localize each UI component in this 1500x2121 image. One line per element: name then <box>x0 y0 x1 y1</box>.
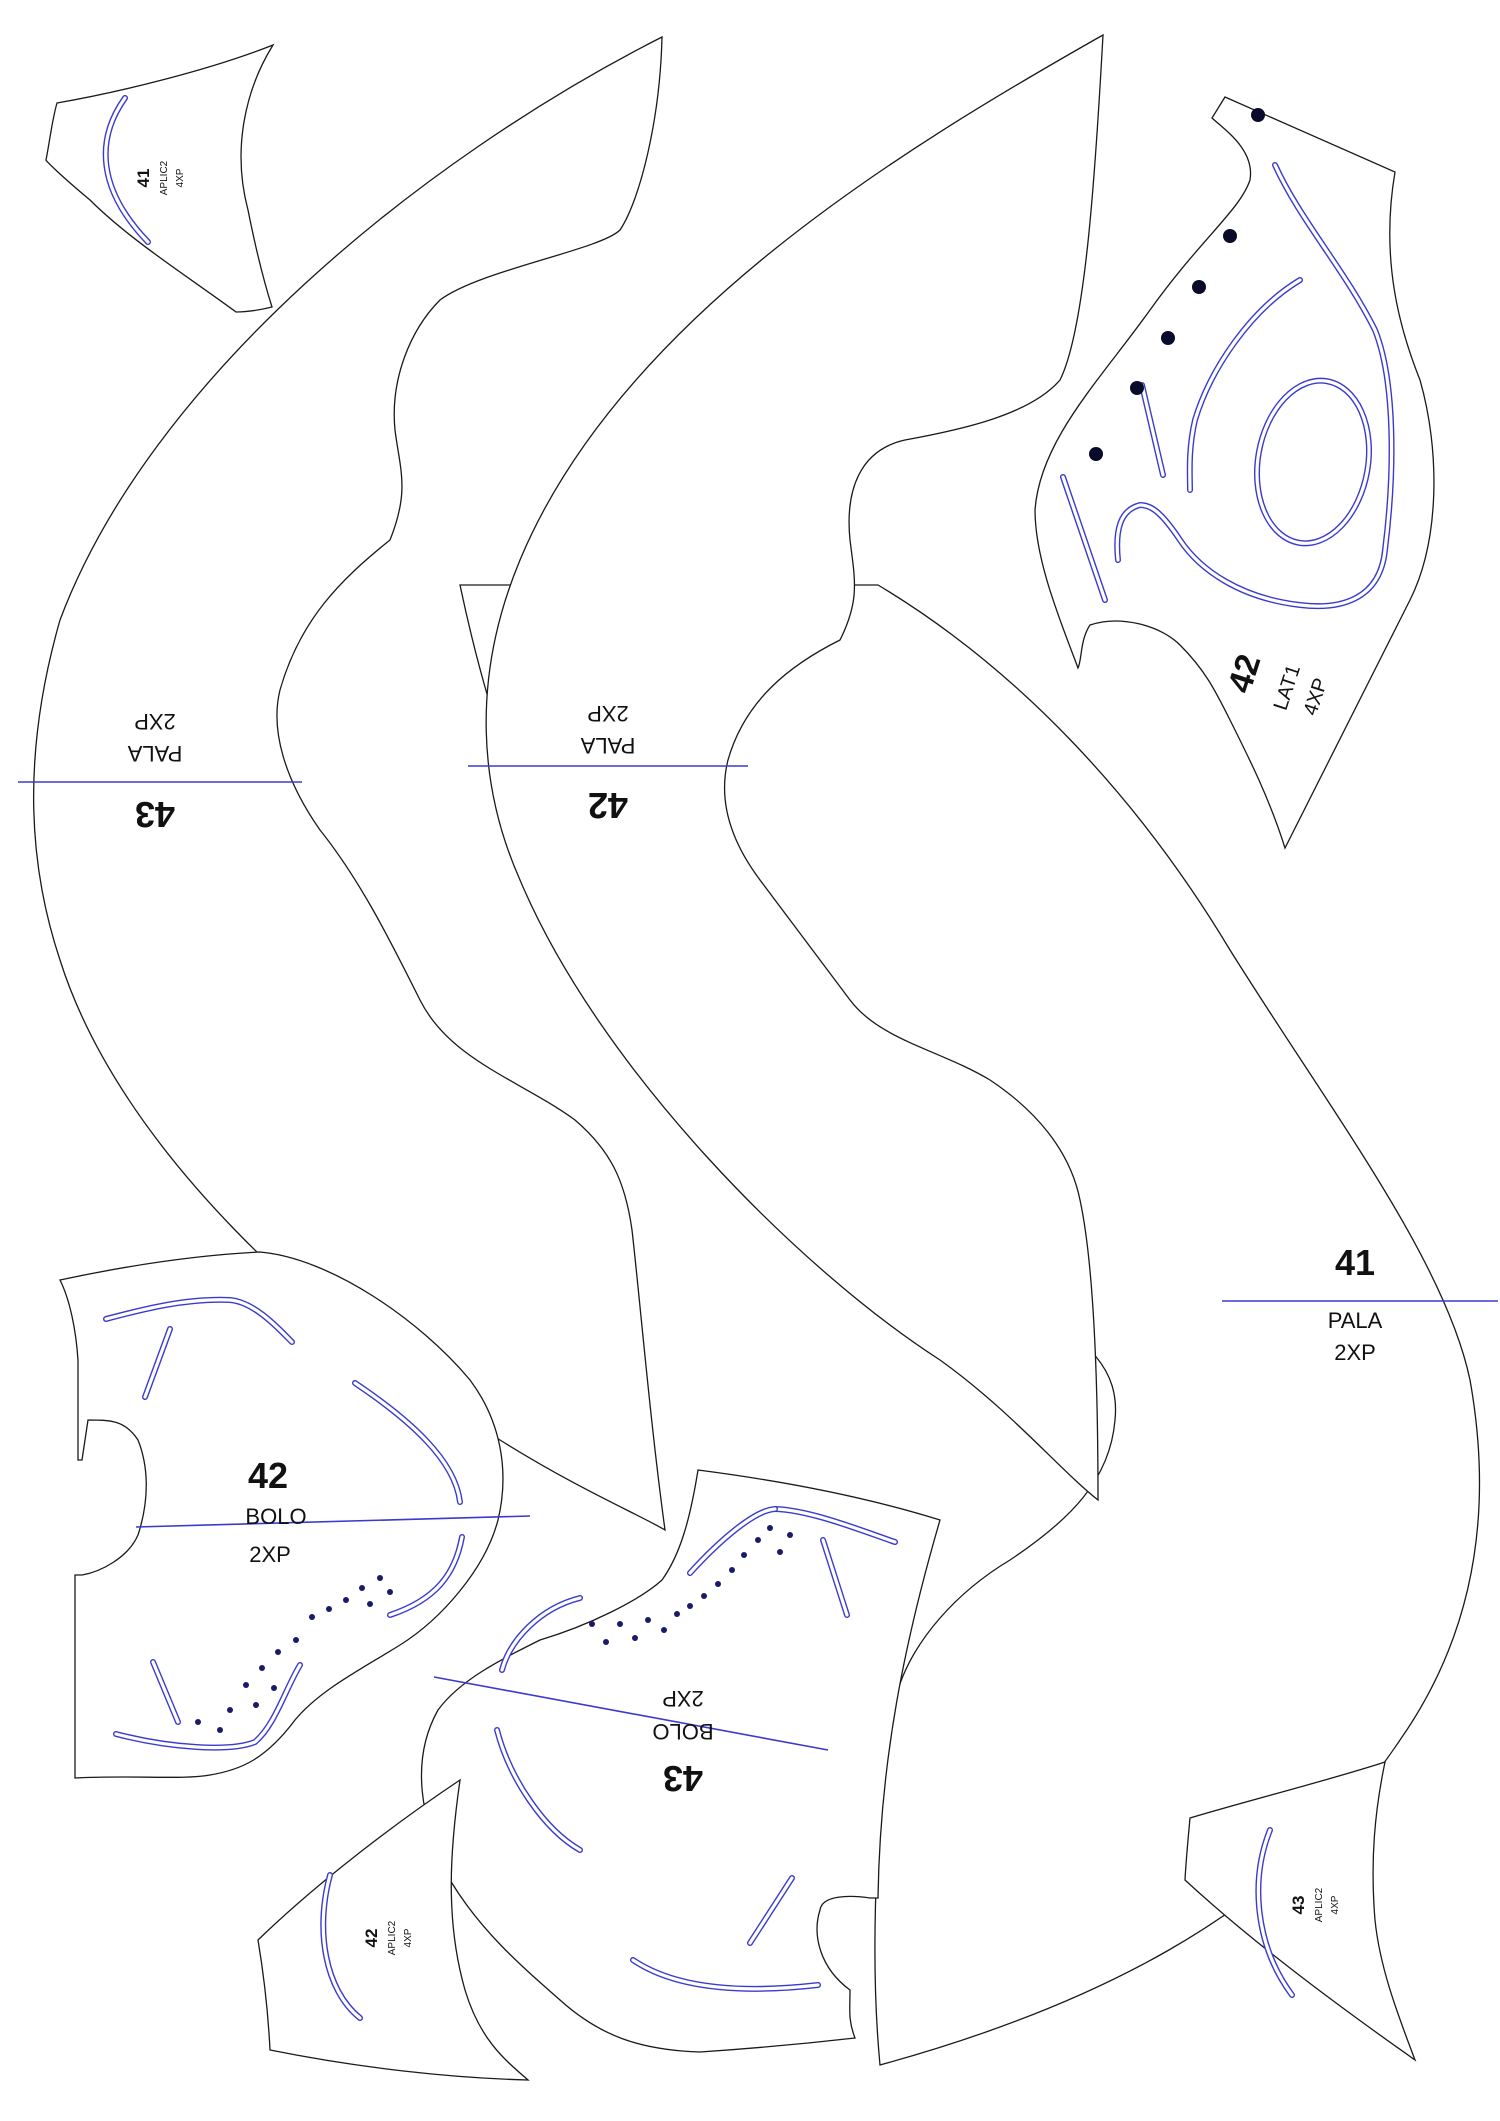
piece-aplic2-43: 43 APLIC2 4XP <box>1184 1761 1417 2062</box>
aplic2-41-outline <box>45 43 275 313</box>
aplic2-43-size: 43 <box>1289 1896 1308 1915</box>
bolo-43-size: 43 <box>663 1758 703 1799</box>
pala-41-name: PALA <box>1328 1308 1383 1333</box>
bolo-42-qty: 2XP <box>249 1542 291 1567</box>
piece-pala-43: 43 PALA 2XP <box>18 35 666 1532</box>
lat1-42-hole <box>1192 280 1206 294</box>
aplic2-41-size: 41 <box>134 169 153 188</box>
bolo-43-outline <box>420 1469 941 2053</box>
pala-41-qty: 2XP <box>1334 1340 1376 1365</box>
pala-42-qty: 2XP <box>587 701 629 726</box>
aplic2-41-qty: 4XP <box>175 168 186 187</box>
piece-lat1-42: 42 LAT1 4XP <box>1034 96 1435 850</box>
pala-42-outline <box>485 33 1104 1502</box>
aplic2-42-size: 42 <box>362 1929 381 1948</box>
bolo-43-qty: 2XP <box>662 1686 704 1711</box>
piece-bolo-43: 43 BOLO 2XP <box>420 1469 941 2053</box>
lat1-42-outline <box>1034 96 1435 850</box>
piece-bolo-42: 42 BOLO 2XP <box>59 1251 531 1779</box>
lat1-42-hole <box>1161 331 1175 345</box>
pala-43-name: PALA <box>127 741 182 766</box>
pala-43-size: 43 <box>135 794 175 835</box>
bolo-42-refline <box>135 1515 531 1528</box>
bolo-42-size: 42 <box>248 1455 288 1496</box>
aplic2-42-qty: 4XP <box>403 1928 414 1947</box>
bolo-43-name: BOLO <box>652 1719 713 1744</box>
bolo-43-perforations <box>589 1525 793 1645</box>
aplic2-42-outline <box>257 1778 530 2081</box>
pala-43-qty: 2XP <box>134 709 176 734</box>
aplic2-41-name: APLIC2 <box>159 160 170 195</box>
pala-41-size: 41 <box>1335 1242 1375 1283</box>
bolo-42-perforations <box>195 1575 393 1733</box>
bolo-42-outline <box>59 1251 504 1779</box>
lat1-42-hole <box>1251 108 1265 122</box>
piece-aplic2-42: 42 APLIC2 4XP <box>257 1778 530 2081</box>
lat1-42-hole <box>1130 381 1144 395</box>
bolo-43-refline <box>433 1676 829 1751</box>
lat1-42-hole <box>1089 447 1103 461</box>
aplic2-43-qty: 4XP <box>1330 1895 1341 1914</box>
piece-pala-42: 42 PALA 2XP <box>468 33 1104 1502</box>
aplic2-43-name: APLIC2 <box>1314 1887 1325 1922</box>
pala-42-size: 42 <box>588 785 628 826</box>
lat1-42-hole <box>1223 229 1237 243</box>
pala-42-name: PALA <box>580 733 635 758</box>
bolo-42-name: BOLO <box>245 1504 306 1529</box>
pala-43-outline <box>32 35 666 1532</box>
aplic2-43-outline <box>1184 1761 1417 2062</box>
aplic2-42-name: APLIC2 <box>387 1920 398 1955</box>
piece-aplic2-41: 41 APLIC2 4XP <box>45 43 275 313</box>
